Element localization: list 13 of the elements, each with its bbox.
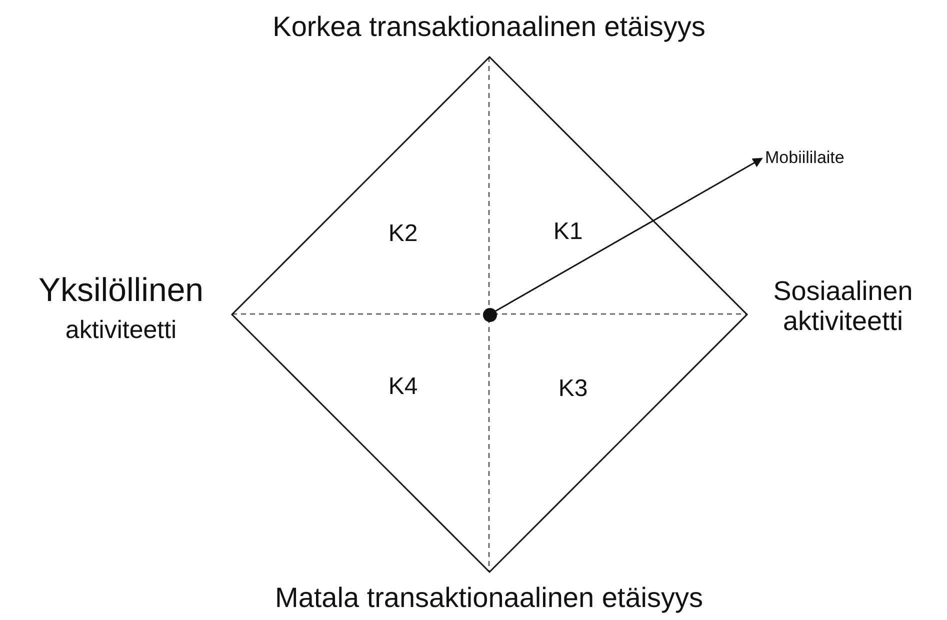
axis-label: Korkea transaktionaalinen etäisyys [272, 12, 706, 43]
axis-label: Yksilöllinen [38, 272, 204, 308]
quadrant-label: K4 [388, 374, 418, 400]
quadrant-label: K3 [558, 376, 588, 402]
center-dot [482, 308, 496, 322]
axis-label: Sosiaalinen aktiviteetti [772, 277, 914, 336]
diamond-shape [232, 57, 747, 572]
quadrant-label: K2 [388, 221, 418, 248]
axis-label: aktiviteetti [65, 317, 177, 344]
arrow [495, 158, 763, 312]
axis-label: Matala transaktionaalinen etäisyys [275, 583, 703, 614]
device-label: Mobiililaite [765, 149, 844, 168]
quadrant-label: K1 [553, 219, 583, 246]
